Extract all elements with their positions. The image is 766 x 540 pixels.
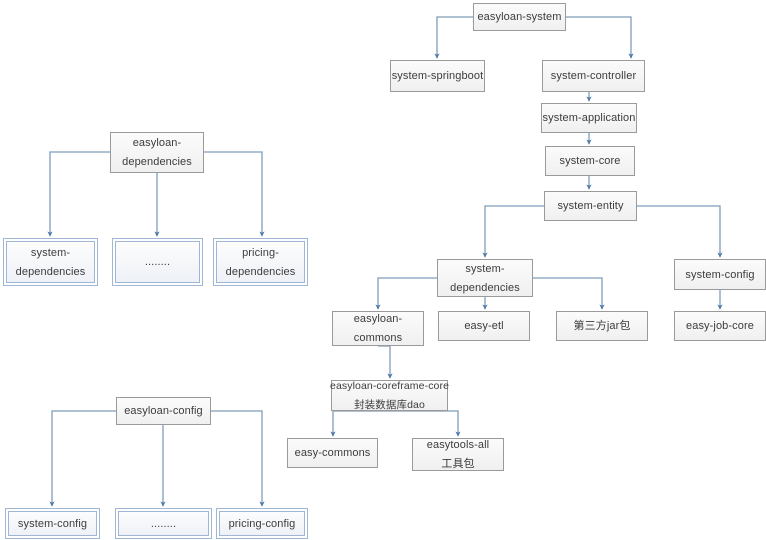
node-config-ellipsis[interactable]: ........ bbox=[115, 508, 212, 539]
node-label-line1: easyloan- bbox=[353, 313, 403, 325]
node-easy-commons[interactable]: easy-commons bbox=[287, 438, 378, 468]
node-label: easyloan-config bbox=[124, 405, 203, 417]
node-label: system-config bbox=[17, 517, 88, 530]
node-easyloan-coreframe-core[interactable]: easyloan-coreframe-core 封装数据库dao bbox=[330, 380, 450, 411]
node-label-line1: system- bbox=[465, 262, 505, 275]
node-label-line2: commons bbox=[353, 332, 403, 344]
node-inner-frame: pricing- dependencies bbox=[216, 241, 305, 283]
node-label: system-application bbox=[542, 112, 636, 124]
node-easyloan-config[interactable]: easyloan-config bbox=[116, 397, 211, 425]
node-label: pricing-config bbox=[228, 517, 296, 530]
node-easyloan-commons[interactable]: easyloan- commons bbox=[332, 311, 424, 346]
node-label-line1: easyloan-coreframe-core bbox=[330, 380, 450, 392]
node-label-line2: dependencies bbox=[122, 156, 192, 168]
node-label-line2: 工具包 bbox=[441, 458, 475, 470]
node-system-core[interactable]: system-core bbox=[545, 146, 635, 176]
node-system-application[interactable]: system-application bbox=[541, 103, 637, 133]
node-label: system-core bbox=[559, 155, 621, 167]
node-system-dependencies-leaf[interactable]: system- dependencies bbox=[3, 238, 98, 286]
node-label: 第三方jar包 bbox=[573, 320, 631, 332]
node-label: system-controller bbox=[550, 70, 637, 82]
node-system-entity[interactable]: system-entity bbox=[544, 191, 637, 221]
node-pricing-dependencies[interactable]: pricing- dependencies bbox=[213, 238, 308, 286]
node-inner-frame: ........ bbox=[118, 511, 209, 536]
node-label-line2: dependencies bbox=[225, 265, 296, 278]
node-easy-job-core[interactable]: easy-job-core bbox=[674, 311, 766, 341]
node-label: easyloan-system bbox=[477, 11, 562, 23]
node-label: easy-job-core bbox=[686, 320, 754, 332]
node-label-line1: easyloan- bbox=[132, 137, 182, 149]
node-system-springboot[interactable]: system-springboot bbox=[390, 60, 485, 92]
node-system-dependencies[interactable]: system- dependencies bbox=[437, 259, 533, 297]
node-inner-frame: ........ bbox=[115, 241, 200, 283]
node-inner-frame: pricing-config bbox=[219, 511, 305, 536]
node-system-controller[interactable]: system-controller bbox=[542, 60, 645, 92]
node-label: easy-commons bbox=[294, 447, 371, 459]
node-easy-etl[interactable]: easy-etl bbox=[438, 311, 530, 341]
node-label-line2: dependencies bbox=[15, 265, 86, 278]
node-easytools-all[interactable]: easytools-all 工具包 bbox=[412, 438, 504, 471]
node-pricing-config[interactable]: pricing-config bbox=[216, 508, 308, 539]
node-third-party-jar[interactable]: 第三方jar包 bbox=[556, 311, 648, 341]
node-inner-frame: system-config bbox=[8, 511, 97, 536]
node-label-line1: system- bbox=[30, 246, 71, 259]
node-label-line1: pricing- bbox=[242, 246, 279, 259]
node-label: system-springboot bbox=[391, 70, 484, 82]
node-label-line1: easytools-all bbox=[426, 439, 490, 451]
node-label: ........ bbox=[144, 256, 171, 268]
node-easyloan-system[interactable]: easyloan-system bbox=[473, 3, 566, 31]
node-system-config-right[interactable]: system-config bbox=[674, 259, 766, 290]
connector-group-config bbox=[49, 410, 265, 507]
node-label-line2: dependencies bbox=[450, 281, 520, 294]
node-label: easy-etl bbox=[464, 320, 504, 332]
node-label: system-config bbox=[685, 268, 755, 281]
node-dependencies-ellipsis[interactable]: ........ bbox=[112, 238, 203, 286]
node-system-config-leaf[interactable]: system-config bbox=[5, 508, 100, 539]
node-label: system-entity bbox=[557, 200, 624, 212]
node-easyloan-dependencies[interactable]: easyloan- dependencies bbox=[110, 132, 204, 173]
node-label: ........ bbox=[150, 517, 177, 530]
node-label-line2: 封装数据库dao bbox=[354, 399, 425, 411]
node-inner-frame: system- dependencies bbox=[6, 241, 95, 283]
